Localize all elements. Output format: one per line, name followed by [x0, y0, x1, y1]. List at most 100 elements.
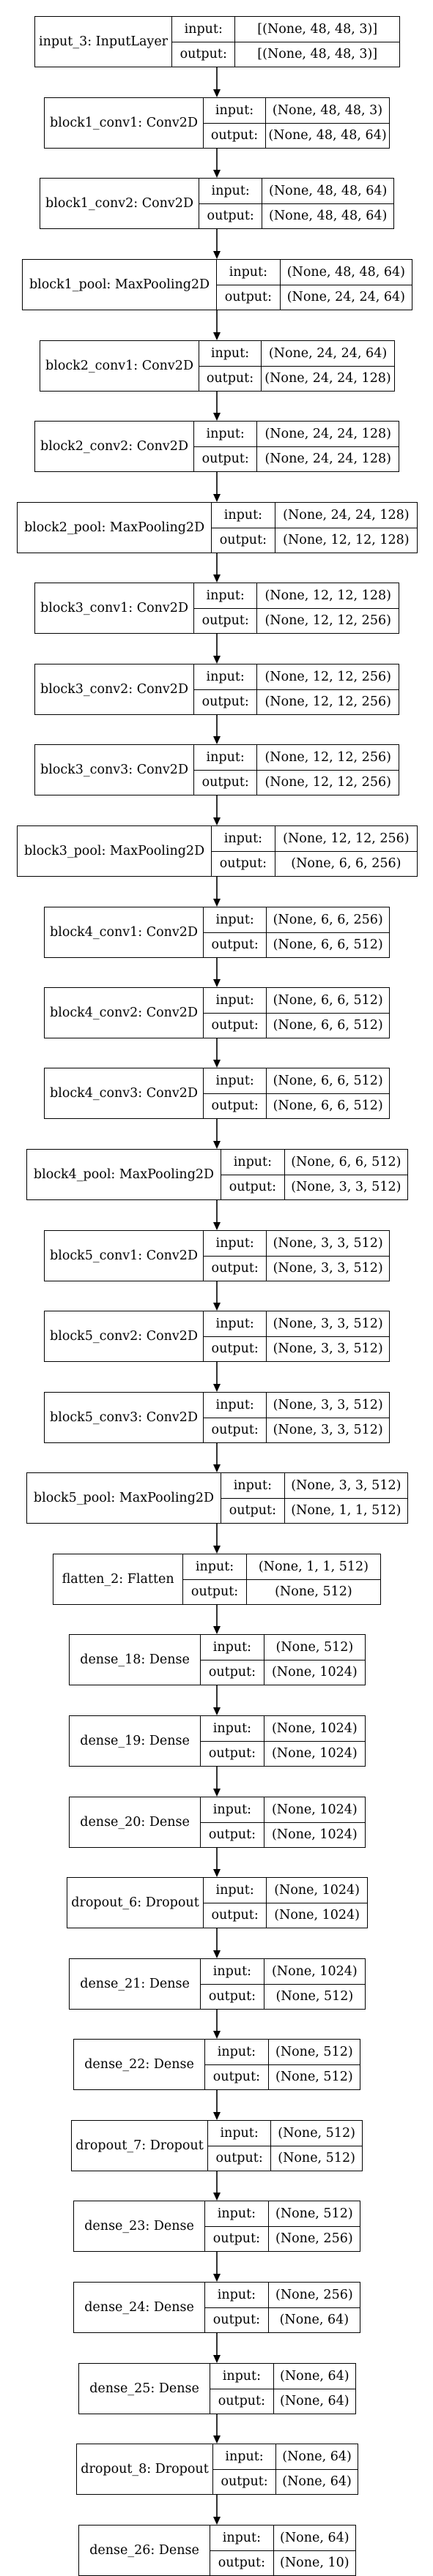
layer-node-11: block4_conv1: Conv2D input: output: (Non…	[44, 907, 390, 958]
input-label: input:	[205, 2040, 268, 2065]
port-shapes: (None, 12, 12, 256) (None, 12, 12, 256)	[257, 745, 399, 795]
output-shape: (None, 6, 6, 512)	[273, 1098, 383, 1114]
port-labels: input: output:	[201, 1716, 264, 1766]
input-shape: (None, 6, 6, 512)	[284, 1150, 407, 1175]
input-label: input:	[204, 1878, 267, 1903]
input-label: input:	[204, 1068, 267, 1094]
layer-node-31: dense_26: Dense input: output: (None, 64…	[78, 2525, 356, 2576]
layer-node-17: block5_conv3: Conv2D input: output: (Non…	[44, 1392, 390, 1443]
layer-name: block3_conv2: Conv2D	[35, 664, 194, 714]
input-label: input:	[204, 1311, 267, 1337]
layer-name: block3_conv1: Conv2D	[35, 583, 194, 633]
layer-node-13: block4_conv3: Conv2D input: output: (Non…	[44, 1068, 390, 1119]
layer-node-30: dropout_8: Dropout input: output: (None,…	[76, 2444, 358, 2495]
input-shape: (None, 64)	[273, 2526, 355, 2551]
layer-name: block1_pool: MaxPooling2D	[23, 260, 218, 310]
output-shape: (None, 3, 3, 512)	[273, 1423, 383, 1438]
layer-node-4: block2_conv1: Conv2D input: output: (Non…	[40, 340, 395, 392]
layer-node-23: dropout_6: Dropout input: output: (None,…	[67, 1877, 368, 1928]
output-shape: (None, 3, 3, 512)	[273, 1261, 383, 1276]
output-shape: (None, 1, 1, 512)	[291, 1503, 401, 1519]
arrow-head-2	[213, 251, 221, 259]
output-label: output:	[211, 1908, 259, 1923]
arrow-head-6	[213, 574, 221, 583]
layer-node-20: dense_18: Dense input: output: (None, 51…	[69, 1634, 366, 1685]
input-shape: (None, 64)	[276, 2444, 358, 2470]
port-labels: input: output:	[204, 988, 267, 1038]
layer-name: dense_19: Dense	[70, 1716, 201, 1766]
output-label: output:	[218, 2394, 265, 2409]
layer-node-19: flatten_2: Flatten input: output: (None,…	[53, 1554, 381, 1605]
layer-node-14: block4_pool: MaxPooling2D input: output:…	[26, 1149, 408, 1200]
port-labels: input: output:	[210, 2526, 274, 2575]
arrow-head-28	[213, 2355, 221, 2363]
arrow-head-1	[213, 170, 221, 178]
port-shapes: (None, 256) (None, 64)	[268, 2283, 360, 2332]
output-shape: [(None, 48, 48, 3)]	[257, 47, 378, 62]
layer-name: dropout_7: Dropout	[72, 2121, 208, 2171]
output-shape: (None, 1024)	[271, 1746, 358, 1761]
port-shapes: (None, 64) (None, 64)	[276, 2444, 358, 2494]
port-shapes: (None, 3, 3, 512) (None, 3, 3, 512)	[267, 1393, 389, 1442]
arrow-head-15	[213, 1303, 221, 1311]
layer-node-27: dense_23: Dense input: output: (None, 51…	[73, 2201, 360, 2252]
output-shape: (None, 6, 6, 256)	[291, 856, 401, 872]
arrow-head-9	[213, 817, 221, 825]
arrow-head-10	[213, 899, 221, 907]
arrow-head-11	[213, 979, 221, 987]
input-label: input:	[212, 826, 275, 852]
port-labels: input: output:	[213, 2444, 277, 2494]
layer-name: block5_conv2: Conv2D	[45, 1311, 204, 1361]
port-labels: input: output:	[172, 17, 236, 67]
arrow-head-17	[213, 1464, 221, 1472]
output-shape: (None, 1024)	[271, 1665, 358, 1680]
port-shapes: (None, 48, 48, 64) (None, 24, 24, 64)	[280, 260, 412, 310]
port-labels: input: output:	[204, 1393, 267, 1442]
port-shapes: (None, 1, 1, 512) (None, 512)	[246, 1554, 380, 1604]
output-shape: (None, 12, 12, 256)	[264, 694, 391, 710]
port-shapes: (None, 6, 6, 256) (None, 6, 6, 512)	[267, 907, 389, 957]
port-shapes: (None, 512) (None, 512)	[271, 2121, 362, 2171]
layer-node-15: block5_conv1: Conv2D input: output: (Non…	[44, 1230, 390, 1281]
input-label: input:	[221, 1473, 284, 1499]
port-labels: input: output:	[204, 1231, 267, 1281]
layer-node-7: block3_conv1: Conv2D input: output: (Non…	[34, 583, 399, 634]
layer-node-5: block2_conv2: Conv2D input: output: (Non…	[34, 421, 399, 472]
port-labels: input: output:	[204, 907, 267, 957]
layer-node-24: dense_21: Dense input: output: (None, 10…	[69, 1958, 366, 2010]
output-shape: (None, 512)	[278, 2151, 355, 2166]
port-shapes: (None, 6, 6, 512) (None, 6, 6, 512)	[267, 988, 389, 1038]
layer-node-10: block3_pool: MaxPooling2D input: output:…	[17, 825, 418, 877]
port-shapes: (None, 1024) (None, 1024)	[264, 1797, 365, 1847]
layer-node-22: dense_20: Dense input: output: (None, 10…	[69, 1797, 366, 1848]
arrow-head-12	[213, 1060, 221, 1068]
arrow-head-0	[213, 89, 221, 97]
input-shape: (None, 24, 24, 128)	[275, 503, 417, 528]
output-label: output:	[210, 128, 259, 143]
input-label: input:	[205, 2283, 268, 2308]
layer-name: flatten_2: Flatten	[53, 1554, 184, 1604]
layer-node-2: block1_conv2: Conv2D input: output: (Non…	[40, 178, 394, 229]
layer-name: block2_pool: MaxPooling2D	[18, 503, 212, 553]
output-shape: (None, 24, 24, 128)	[264, 371, 391, 386]
input-shape: (None, 3, 3, 512)	[284, 1473, 407, 1499]
output-label: output:	[201, 775, 249, 790]
arrow-head-8	[213, 736, 221, 744]
output-label: output:	[201, 452, 249, 467]
input-label: input:	[201, 1797, 264, 1823]
input-shape: (None, 512)	[264, 1635, 365, 1660]
input-shape: (None, 64)	[273, 2364, 355, 2389]
input-label: input:	[210, 2526, 273, 2551]
arrow-head-14	[213, 1222, 221, 1230]
output-label: output:	[208, 1665, 256, 1680]
input-shape: (None, 12, 12, 128)	[257, 583, 399, 609]
layer-name: block5_conv1: Conv2D	[45, 1231, 204, 1281]
input-label: input:	[213, 2444, 276, 2470]
port-labels: input: output:	[204, 1068, 267, 1118]
port-shapes: (None, 64) (None, 64)	[273, 2364, 355, 2414]
input-shape: (None, 48, 48, 64)	[280, 260, 412, 285]
arrow-head-7	[213, 656, 221, 664]
output-label: output:	[229, 1503, 276, 1519]
input-shape: (None, 24, 24, 128)	[257, 422, 399, 447]
input-shape: (None, 3, 3, 512)	[267, 1231, 389, 1257]
